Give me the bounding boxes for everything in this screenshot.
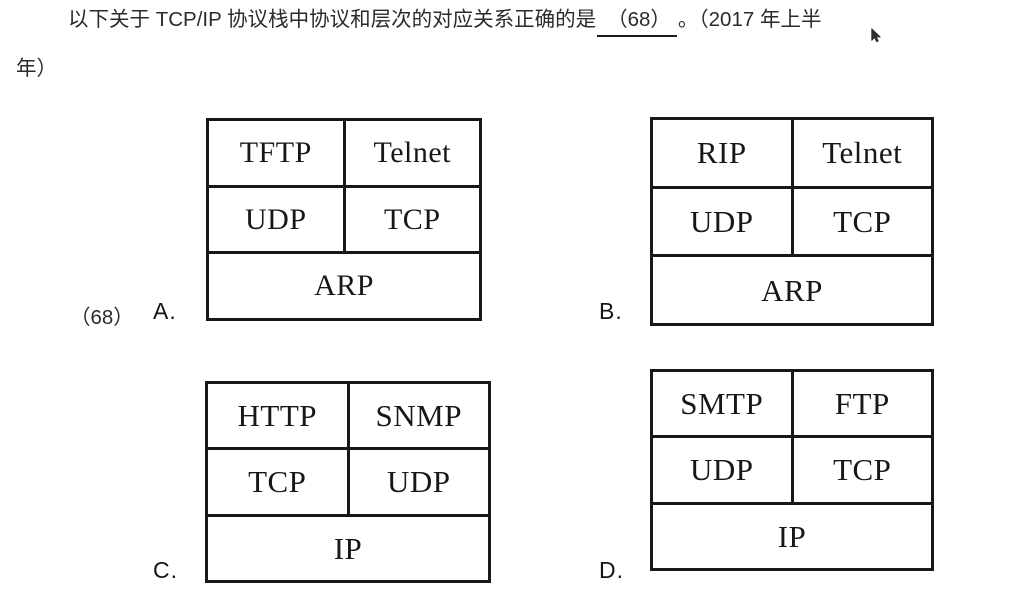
option-c-protocol-stack[interactable]: HTTP SNMP TCP UDP IP [205,381,491,583]
stack-row-network: IP [653,505,931,568]
question-line-2: 年） [16,57,57,80]
answer-blank: （68） [597,6,677,37]
stack-row-network: IP [208,517,488,580]
stack-cell: IP [777,518,807,554]
stack-cell: RIP [653,120,794,186]
stack-cell: ARP [761,272,823,308]
question-text-after-blank: 。（2017 年上半 [677,8,822,31]
stack-cell: HTTP [208,384,350,448]
stack-row-network: ARP [209,254,479,318]
stack-cell: Telnet [822,135,903,171]
stack-row-transport: TCP UDP [208,450,488,517]
stack-cell: ARP [314,269,374,303]
stack-cell: SMTP [653,372,794,436]
stack-cell: Telnet [373,135,452,169]
stack-cell: FTP [834,386,890,422]
stack-cell: TFTP [209,121,346,185]
stack-cell: SNMP [375,398,462,434]
option-b-protocol-stack[interactable]: RIP Telnet UDP TCP ARP [650,117,934,326]
option-label-a[interactable]: A. [153,298,177,324]
stack-cell: TCP [833,204,892,239]
stack-cell: TCP [208,450,350,514]
option-label-d[interactable]: D. [599,557,624,583]
stack-cell: UDP [386,464,451,500]
stack-row-transport: UDP TCP [653,438,931,505]
question-number-prefix: （68） [70,306,134,329]
stack-row-network: ARP [653,257,931,323]
option-label-c[interactable]: C. [153,557,178,583]
stack-cell: UDP [209,187,346,252]
stack-row-application: HTTP SNMP [208,384,488,451]
question-line-1: 以下关于 TCP/IP 协议栈中协议和层次的对应关系正确的是（68）。（2017… [68,6,821,37]
stack-row-application: TFTP Telnet [209,121,479,188]
stack-cell: UDP [653,438,794,502]
stack-cell: TCP [383,202,441,236]
stack-cell: UDP [653,188,794,255]
stack-cell: IP [333,530,363,566]
stack-row-transport: UDP TCP [209,187,479,255]
stack-row-application: RIP Telnet [653,120,931,189]
question-text-before-blank: 以下关于 TCP/IP 协议栈中协议和层次的对应关系正确的是 [68,8,597,31]
option-d-protocol-stack[interactable]: SMTP FTP UDP TCP IP [650,369,934,571]
option-a-protocol-stack[interactable]: TFTP Telnet UDP TCP ARP [206,118,482,321]
option-label-b[interactable]: B. [599,298,623,324]
stack-row-transport: UDP TCP [653,188,931,258]
stack-cell: TCP [833,452,892,488]
stack-row-application: SMTP FTP [653,372,931,439]
